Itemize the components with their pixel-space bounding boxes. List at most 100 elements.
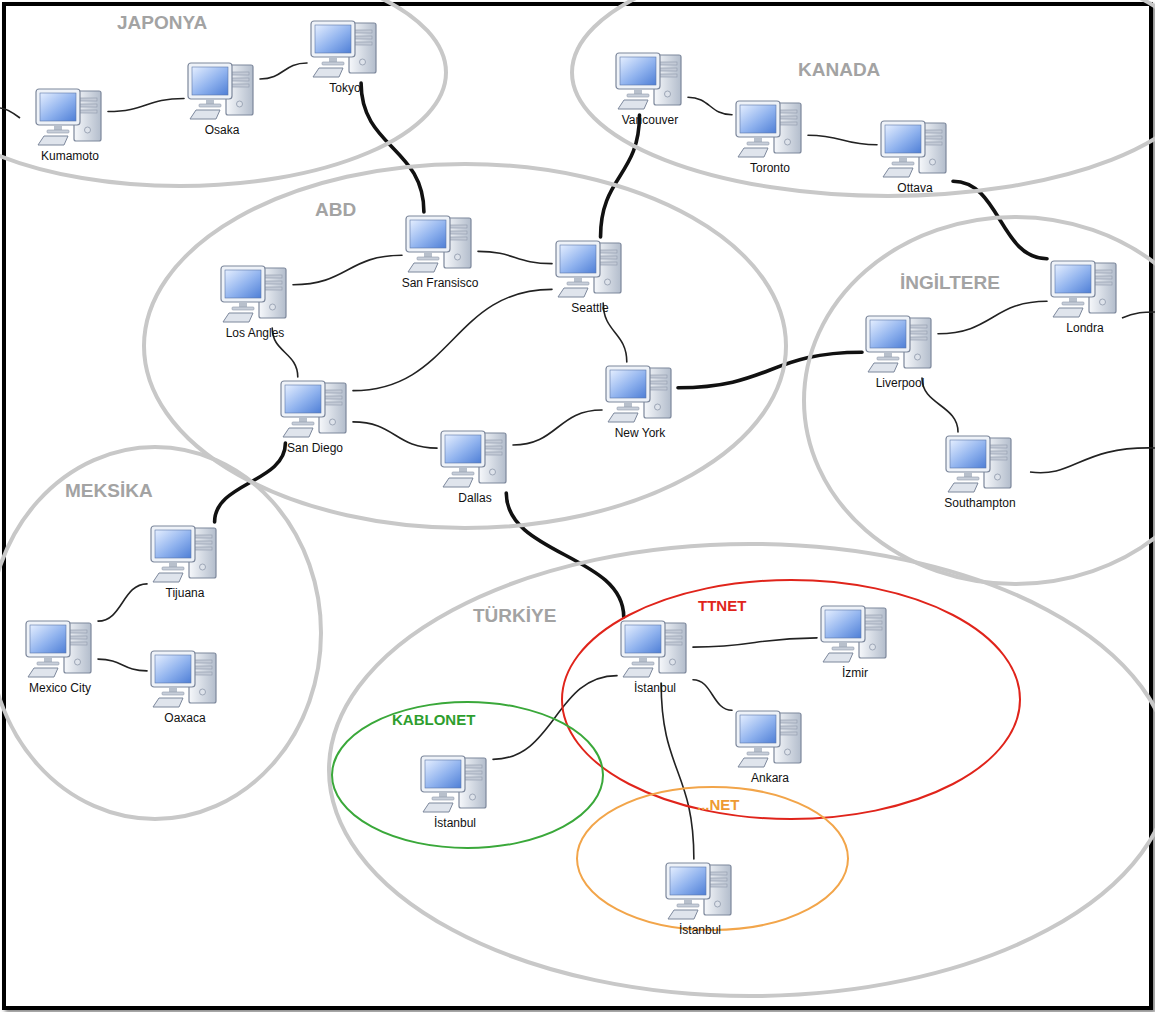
computer-icon — [36, 89, 101, 145]
region-name: JAPONYA — [117, 13, 207, 34]
computer-icon — [606, 366, 671, 422]
city-label: Ankara — [751, 772, 789, 786]
computer-node: İzmir — [819, 604, 891, 681]
computer-icon — [406, 216, 471, 272]
network-region: ABD San Fransisco SeattleLos AnglesNew Yor… — [140, 160, 790, 532]
region-ellipse — [0, 447, 321, 819]
link-line — [478, 251, 552, 263]
network-link — [513, 410, 602, 445]
region-ellipse — [804, 217, 1155, 584]
region-name: MEKSİKA — [65, 481, 153, 502]
computer-node: Osaka — [186, 61, 258, 138]
city-label: Los Angles — [226, 327, 285, 341]
link-line — [361, 83, 424, 212]
network-link — [493, 676, 617, 760]
computer-icon — [149, 524, 221, 586]
backbone-link — [506, 493, 623, 617]
backbone-link — [601, 115, 640, 237]
offpage-link — [1122, 312, 1155, 318]
link-line — [98, 584, 147, 621]
link-line — [108, 99, 184, 112]
region-ellipse — [332, 702, 603, 848]
computer-icon — [736, 711, 801, 767]
computer-node: Toronto — [734, 99, 806, 176]
computer-icon — [879, 119, 951, 181]
computer-icon — [864, 314, 936, 376]
link-line — [922, 378, 958, 432]
network-region: TÜRKİYETTNETİstanbulİzmirAnkaraKABLONETİ… — [325, 540, 1155, 1000]
computer-icon — [311, 21, 376, 77]
backbone-link — [361, 83, 424, 212]
link-line — [353, 289, 552, 390]
network-link — [688, 97, 732, 115]
network-link — [353, 289, 552, 390]
region-ellipse — [562, 580, 1020, 819]
network-link — [293, 255, 402, 284]
region-name: KABLONET — [392, 712, 475, 729]
computer-icon — [188, 63, 253, 119]
computer-icon — [221, 266, 286, 322]
city-label: Tijuana — [166, 587, 205, 601]
region-ellipse — [0, 0, 446, 186]
region-name: ...NET — [697, 797, 740, 814]
region-name: ABD — [315, 200, 356, 221]
network-link — [693, 638, 817, 647]
network-link — [661, 683, 694, 859]
computer-icon — [736, 101, 801, 157]
computer-icon — [946, 436, 1011, 492]
computer-icon — [819, 604, 891, 666]
computer-icon — [186, 61, 258, 123]
computer-icon — [734, 99, 806, 161]
computer-icon — [151, 526, 216, 582]
city-label: İstanbul — [634, 682, 676, 696]
computer-node: Vancouver — [614, 51, 686, 128]
link-line — [260, 63, 307, 79]
computer-icon — [441, 431, 506, 487]
network-region: ...NETİstanbul — [575, 785, 850, 932]
computer-icon — [24, 619, 96, 681]
region-outline — [140, 160, 790, 532]
offpage-link — [1030, 448, 1155, 473]
region-outline — [560, 578, 1022, 821]
computer-icon — [279, 379, 351, 441]
computer-icon — [26, 621, 91, 677]
link-line — [293, 255, 402, 284]
region-name: TÜRKİYE — [473, 606, 556, 627]
computer-icon — [556, 241, 621, 297]
computer-icon — [309, 19, 381, 81]
computer-node: Seattle — [554, 239, 626, 316]
computer-node: San Diego — [279, 379, 351, 456]
link-line — [693, 680, 732, 711]
computer-icon — [419, 754, 491, 816]
network-link — [98, 584, 147, 621]
computer-icon — [151, 651, 216, 707]
computer-icon — [149, 649, 221, 711]
computer-icon — [34, 87, 106, 149]
computer-icon — [554, 239, 626, 301]
computer-node: New York — [604, 364, 676, 441]
network-region: TTNETİstanbulİzmirAnkara — [560, 578, 1022, 821]
city-label: San Fransisco — [402, 277, 479, 291]
offpage-link — [0, 108, 20, 118]
city-label: Ottava — [897, 182, 932, 196]
computer-icon — [734, 709, 806, 771]
computer-icon — [881, 121, 946, 177]
link-line — [98, 659, 147, 671]
computer-node: İstanbul — [619, 619, 691, 696]
link-line — [661, 683, 694, 859]
computer-icon — [619, 619, 691, 681]
network-region: KANADA VancouverTorontoOttava — [568, 0, 1155, 200]
region-name: KANADA — [798, 60, 880, 81]
computer-icon — [604, 364, 676, 426]
computer-node: Tijuana — [149, 524, 221, 601]
city-label: Oaxaca — [164, 712, 205, 726]
link-line — [688, 97, 732, 115]
computer-node: İstanbul — [419, 754, 491, 831]
network-region: MEKSİKATijuanaMexico CityOaxaca — [0, 443, 325, 823]
network-link — [922, 378, 958, 432]
computer-icon — [421, 756, 486, 812]
computer-icon — [944, 434, 1016, 496]
computer-icon — [219, 264, 291, 326]
city-label: Londra — [1066, 322, 1103, 336]
city-label: Southampton — [944, 497, 1015, 511]
